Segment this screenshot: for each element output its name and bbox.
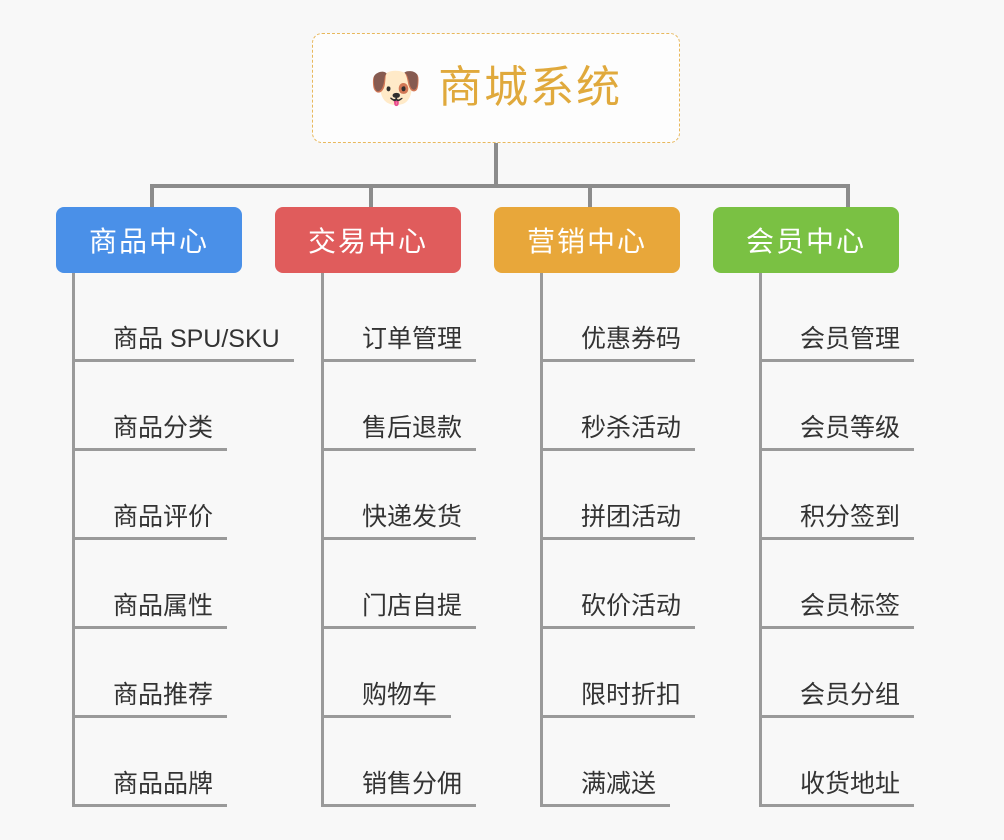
- root-node[interactable]: 🐶 商城系统: [312, 33, 680, 143]
- branch-header-member-center[interactable]: 会员中心: [713, 207, 899, 273]
- leaf-label: 积分签到: [762, 503, 915, 540]
- leaf-item[interactable]: 秒杀活动: [543, 362, 696, 451]
- leaf-item[interactable]: 会员分组: [762, 629, 915, 718]
- leaf-item[interactable]: 会员管理: [762, 273, 915, 362]
- leaf-label: 满减送: [543, 770, 671, 807]
- leaf-item[interactable]: 商品属性: [75, 540, 252, 629]
- leaf-item[interactable]: 砍价活动: [543, 540, 696, 629]
- branch-bus-connector: [150, 184, 850, 188]
- branch-header-label: 会员中心: [745, 226, 866, 257]
- leaf-item[interactable]: 商品评价: [75, 451, 252, 540]
- branch-header-label: 商品中心: [88, 226, 209, 257]
- leaf-label: 限时折扣: [543, 681, 696, 718]
- leaf-item[interactable]: 销售分佣: [324, 718, 477, 807]
- leaf-list-product-center: 商品 SPU/SKU 商品分类 商品评价 商品属性 商品推荐 商品品牌: [72, 273, 294, 807]
- branch-drop-connector-2: [369, 184, 373, 209]
- leaf-label: 商品推荐: [75, 681, 228, 718]
- branch-header-label: 营销中心: [526, 226, 647, 257]
- root-stem-connector: [494, 143, 498, 187]
- leaf-item[interactable]: 购物车: [324, 629, 471, 718]
- branch-drop-connector-4: [846, 184, 850, 209]
- leaf-label: 商品属性: [75, 592, 228, 629]
- leaf-item[interactable]: 收货地址: [762, 718, 915, 807]
- leaf-item[interactable]: 限时折扣: [543, 629, 696, 718]
- leaf-label: 快递发货: [324, 503, 477, 540]
- leaf-item[interactable]: 商品品牌: [75, 718, 252, 807]
- leaf-label: 商品分类: [75, 414, 228, 451]
- leaf-item[interactable]: 商品分类: [75, 362, 252, 451]
- leaf-label: 砍价活动: [543, 592, 696, 629]
- dog-face-icon: 🐶: [369, 64, 423, 111]
- leaf-label: 会员标签: [762, 592, 915, 629]
- leaf-label: 商品评价: [75, 503, 228, 540]
- leaf-label: 商品品牌: [75, 770, 228, 807]
- leaf-label: 售后退款: [324, 414, 477, 451]
- leaf-item[interactable]: 满减送: [543, 718, 690, 807]
- branch-column-product-center: 商品中心 商品 SPU/SKU 商品分类 商品评价 商品属性 商品推荐 商品品牌: [56, 207, 294, 807]
- leaf-list-trade-center: 订单管理 售后退款 快递发货 门店自提 购物车 销售分佣: [321, 273, 477, 807]
- leaf-list-marketing-center: 优惠券码 秒杀活动 拼团活动 砍价活动 限时折扣 满减送: [540, 273, 696, 807]
- leaf-label: 收货地址: [762, 770, 915, 807]
- branch-header-marketing-center[interactable]: 营销中心: [494, 207, 680, 273]
- leaf-item[interactable]: 积分签到: [762, 451, 915, 540]
- leaf-label: 秒杀活动: [543, 414, 696, 451]
- leaf-label: 订单管理: [324, 325, 477, 362]
- leaf-item[interactable]: 会员标签: [762, 540, 915, 629]
- branch-drop-connector-1: [150, 184, 154, 209]
- leaf-list-member-center: 会员管理 会员等级 积分签到 会员标签 会员分组 收货地址: [759, 273, 915, 807]
- leaf-label: 优惠券码: [543, 325, 696, 362]
- root-title: 商城系统: [438, 63, 623, 112]
- leaf-item[interactable]: 门店自提: [324, 540, 477, 629]
- leaf-label: 拼团活动: [543, 503, 696, 540]
- branch-column-marketing-center: 营销中心 优惠券码 秒杀活动 拼团活动 砍价活动 限时折扣 满减送: [494, 207, 696, 807]
- leaf-item[interactable]: 商品推荐: [75, 629, 252, 718]
- leaf-item[interactable]: 快递发货: [324, 451, 477, 540]
- leaf-item[interactable]: 优惠券码: [543, 273, 696, 362]
- branch-header-trade-center[interactable]: 交易中心: [275, 207, 461, 273]
- leaf-item[interactable]: 商品 SPU/SKU: [75, 273, 294, 362]
- leaf-label: 会员等级: [762, 414, 915, 451]
- leaf-label: 销售分佣: [324, 770, 477, 807]
- leaf-label: 购物车: [324, 681, 452, 718]
- leaf-item[interactable]: 售后退款: [324, 362, 477, 451]
- branch-drop-connector-3: [588, 184, 592, 209]
- branch-column-member-center: 会员中心 会员管理 会员等级 积分签到 会员标签 会员分组 收货地址: [713, 207, 915, 807]
- leaf-item[interactable]: 会员等级: [762, 362, 915, 451]
- leaf-label: 商品 SPU/SKU: [75, 325, 294, 362]
- leaf-item[interactable]: 拼团活动: [543, 451, 696, 540]
- leaf-item[interactable]: 订单管理: [324, 273, 477, 362]
- leaf-label: 门店自提: [324, 592, 477, 629]
- branch-header-label: 交易中心: [307, 226, 428, 257]
- leaf-label: 会员分组: [762, 681, 915, 718]
- leaf-label: 会员管理: [762, 325, 915, 362]
- branch-column-trade-center: 交易中心 订单管理 售后退款 快递发货 门店自提 购物车 销售分佣: [275, 207, 477, 807]
- branch-header-product-center[interactable]: 商品中心: [56, 207, 242, 273]
